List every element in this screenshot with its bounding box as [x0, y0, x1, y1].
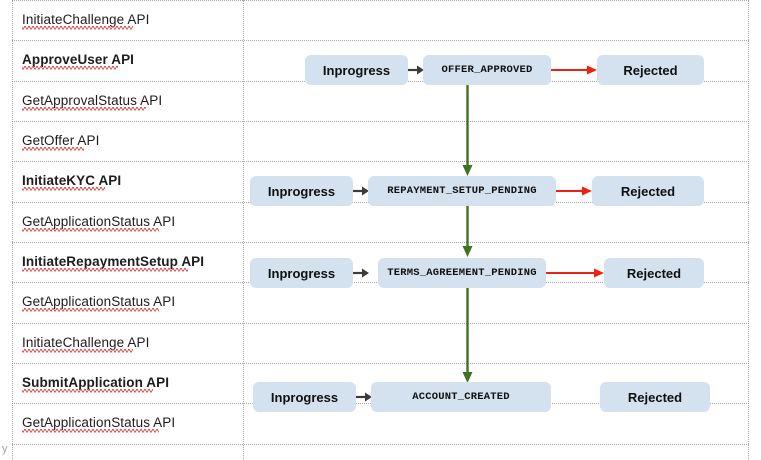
arrow-green-flow-segment: [461, 206, 475, 258]
node-state[interactable]: REPAYMENT_SETUP_PENDING: [368, 176, 556, 206]
stray-glyph: y: [2, 443, 8, 455]
node-label: ACCOUNT_CREATED: [412, 391, 510, 403]
api-row: GetApplicationStatus API: [22, 403, 240, 443]
grid-hline: [12, 121, 749, 122]
api-row: InitiateRepaymentSetup API: [22, 242, 240, 282]
node-label: OFFER_APPROVED: [441, 64, 533, 76]
arrow-red-to-rejected: [556, 184, 593, 198]
node-rejected[interactable]: Rejected: [604, 258, 704, 288]
node-inprogress[interactable]: Inprogress: [250, 176, 353, 206]
api-row: GetApplicationStatus API: [22, 282, 240, 322]
node-rejected[interactable]: Rejected: [597, 55, 704, 85]
node-label: TERMS_AGREEMENT_PENDING: [387, 267, 537, 279]
node-inprogress[interactable]: Inprogress: [250, 258, 353, 288]
api-label: InitiateChallenge API: [22, 12, 150, 30]
grid-hline: [12, 444, 749, 445]
node-state[interactable]: ACCOUNT_CREATED: [371, 382, 551, 412]
node-inprogress[interactable]: Inprogress: [305, 55, 408, 85]
api-row: GetApprovalStatus API: [22, 81, 240, 121]
api-label: GetApplicationStatus API: [22, 294, 176, 312]
api-label: InitiateRepaymentSetup API: [22, 254, 205, 272]
grid-hline: [12, 242, 749, 243]
grid-vline-left: [12, 0, 13, 460]
arrow-green-flow-segment: [461, 85, 475, 177]
api-label: GetApplicationStatus API: [22, 415, 176, 433]
arrow-red-to-rejected: [551, 63, 598, 77]
arrow-gray-inprogress-to-state: [356, 390, 373, 404]
arrow-gray-inprogress-to-state: [353, 184, 370, 198]
grid-vline-right: [748, 0, 749, 460]
api-label: GetApprovalStatus API: [22, 93, 163, 111]
arrow-red-to-rejected: [546, 266, 605, 280]
arrow-gray-inprogress-to-state: [353, 266, 370, 280]
api-row: InitiateChallenge API: [22, 0, 240, 40]
api-row: InitiateChallenge API: [22, 323, 240, 363]
node-label: Rejected: [623, 62, 678, 78]
api-row: ApproveUser API: [22, 40, 240, 80]
node-label: Inprogress: [267, 265, 336, 281]
node-label: Inprogress: [322, 62, 391, 78]
api-row: GetApplicationStatus API: [22, 202, 240, 242]
api-row: GetOffer API: [22, 121, 240, 161]
api-label: GetOffer API: [22, 133, 100, 151]
grid-vline-mid: [243, 0, 244, 460]
node-label: Inprogress: [270, 389, 339, 405]
api-label: ApproveUser API: [22, 52, 135, 70]
api-row: InitiateKYC API: [22, 161, 240, 201]
api-label: SubmitApplication API: [22, 375, 170, 393]
api-label: InitiateKYC API: [22, 173, 122, 191]
node-label: Rejected: [620, 183, 676, 199]
grid-hline: [12, 40, 749, 41]
node-state[interactable]: TERMS_AGREEMENT_PENDING: [378, 258, 546, 288]
node-label: Rejected: [627, 389, 683, 405]
grid-hline: [12, 0, 749, 1]
node-state[interactable]: OFFER_APPROVED: [423, 55, 551, 85]
node-label: REPAYMENT_SETUP_PENDING: [387, 185, 537, 197]
grid-hline: [12, 161, 749, 162]
node-rejected[interactable]: Rejected: [592, 176, 704, 206]
node-label: Rejected: [626, 265, 682, 281]
node-rejected[interactable]: Rejected: [600, 382, 710, 412]
grid-hline: [12, 363, 749, 364]
arrow-green-flow-segment: [461, 288, 475, 384]
grid-hline: [12, 323, 749, 324]
api-label: GetApplicationStatus API: [22, 214, 176, 232]
node-inprogress[interactable]: Inprogress: [253, 382, 356, 412]
arrow-gray-inprogress-to-state: [408, 63, 425, 77]
api-label: InitiateChallenge API: [22, 335, 150, 353]
node-label: Inprogress: [267, 183, 336, 199]
api-row: SubmitApplication API: [22, 363, 240, 403]
